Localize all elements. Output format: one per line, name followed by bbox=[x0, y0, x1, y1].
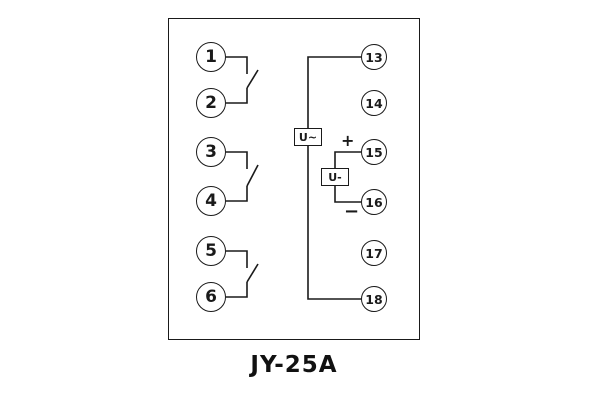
ac-coil-bus-wire bbox=[307, 56, 361, 300]
model-title: JY-25A bbox=[250, 352, 338, 378]
terminal-15: 15 bbox=[361, 139, 387, 165]
contact-wire-terminal-5 bbox=[226, 250, 248, 268]
terminal-6-label: 6 bbox=[205, 287, 217, 307]
contact-blade-1-2 bbox=[246, 69, 259, 89]
terminal-14-label: 14 bbox=[365, 95, 383, 111]
terminal-2: 2 bbox=[196, 88, 226, 118]
ac-voltage-coil-label: U~ bbox=[298, 130, 318, 144]
contact-wire-terminal-4 bbox=[226, 186, 248, 202]
contact-wire-terminal-6 bbox=[226, 282, 248, 298]
minus-polarity-mark: − bbox=[344, 201, 360, 222]
terminal-15-label: 15 bbox=[365, 144, 383, 160]
terminal-2-label: 2 bbox=[205, 93, 217, 113]
terminal-5: 5 bbox=[196, 236, 226, 266]
terminal-16: 16 bbox=[361, 189, 387, 215]
terminal-4: 4 bbox=[196, 186, 226, 216]
terminal-6: 6 bbox=[196, 282, 226, 312]
contact-wire-terminal-3 bbox=[226, 151, 248, 169]
contact-wire-terminal-2 bbox=[226, 88, 248, 104]
terminal-13: 13 bbox=[361, 44, 387, 70]
dc-voltage-coil-box: U- bbox=[321, 168, 349, 186]
terminal-16-label: 16 bbox=[365, 194, 383, 210]
terminal-13-label: 13 bbox=[365, 49, 383, 65]
terminal-17: 17 bbox=[361, 240, 387, 266]
contact-blade-5-6 bbox=[246, 263, 259, 283]
terminal-5-label: 5 bbox=[205, 241, 217, 261]
dc-voltage-coil-label: U- bbox=[328, 170, 342, 184]
terminal-17-label: 17 bbox=[365, 245, 383, 261]
terminal-14: 14 bbox=[361, 90, 387, 116]
terminal-4-label: 4 bbox=[205, 191, 217, 211]
terminal-3-label: 3 bbox=[205, 142, 217, 162]
terminal-18: 18 bbox=[361, 286, 387, 312]
terminal-3: 3 bbox=[196, 137, 226, 167]
terminal-18-label: 18 bbox=[365, 291, 383, 307]
terminal-1: 1 bbox=[196, 42, 226, 72]
contact-wire-terminal-1 bbox=[226, 56, 248, 74]
plus-polarity-mark: + bbox=[341, 131, 355, 150]
ac-voltage-coil-box: U~ bbox=[294, 128, 322, 146]
terminal-1-label: 1 bbox=[205, 47, 217, 67]
contact-blade-3-4 bbox=[246, 164, 259, 187]
